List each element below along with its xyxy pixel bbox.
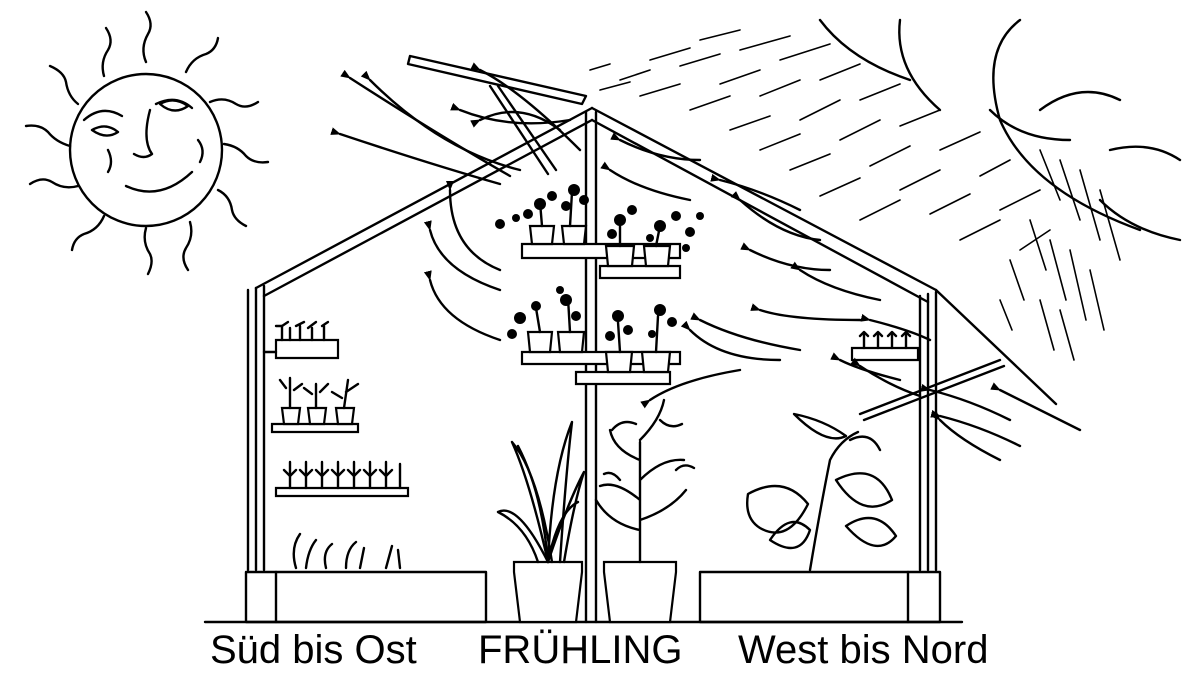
label-season: FRÜHLING (478, 628, 683, 672)
label-south-to-east: Süd bis Ost (210, 628, 417, 672)
left-shelves (262, 320, 410, 570)
greenhouse-frame (203, 54, 1058, 624)
smiling-sun-icon (24, 10, 270, 276)
half-sun-icon (818, 18, 1182, 242)
airflow-arrows (330, 62, 1082, 462)
center-potted-plants (496, 398, 696, 624)
label-west-to-north: West bis Nord (738, 628, 989, 672)
sunbeam-strokes (589, 29, 1121, 361)
center-shelves (495, 184, 704, 386)
right-plants (746, 330, 920, 572)
